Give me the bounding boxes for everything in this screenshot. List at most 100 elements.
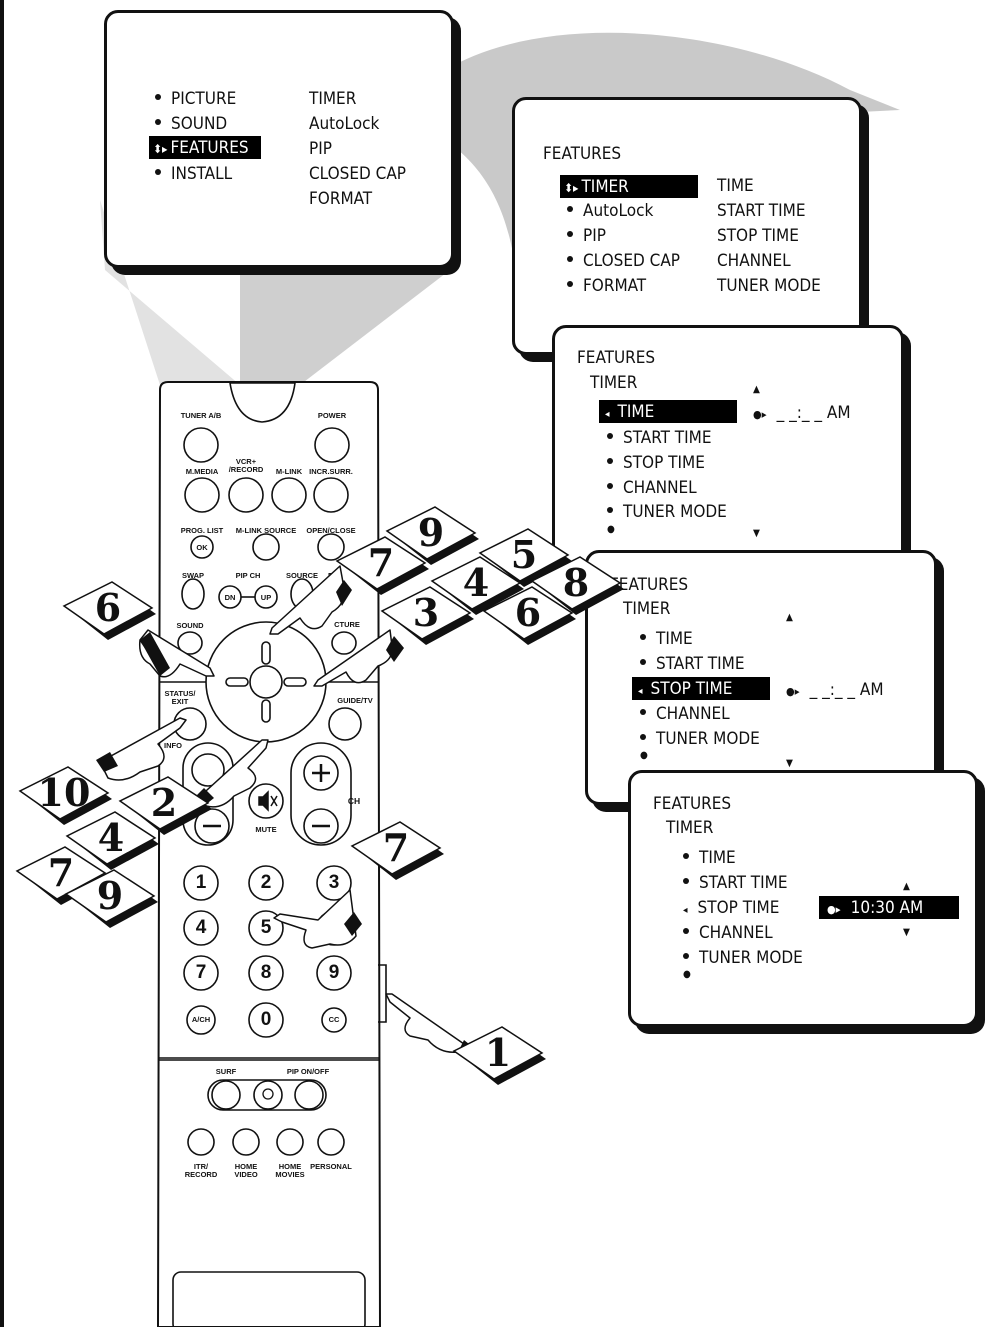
timer-item-time[interactable]: ◂TIME — [599, 400, 737, 423]
main-menu-item-sound[interactable]: SOUND — [155, 114, 227, 134]
step-diamond: 6 — [482, 585, 582, 649]
submenu-autolock: AutoLock — [309, 114, 380, 134]
key-3-label[interactable]: 3 — [328, 872, 340, 893]
channel-down-button — [303, 808, 339, 844]
bullet-icon — [155, 169, 161, 175]
m-media-button — [184, 477, 220, 513]
timer-item-channel[interactable]: CHANNEL — [683, 923, 773, 943]
timer-item-time[interactable]: TIME — [640, 629, 693, 649]
dot-arrow-icon: ●▸ — [753, 408, 767, 421]
incr-surr-button — [313, 477, 349, 513]
timer-item-start-time[interactable]: START TIME — [640, 654, 744, 674]
step-number: 8 — [562, 560, 590, 605]
step-number: 3 — [412, 590, 440, 635]
more-items-icon: ● — [640, 750, 648, 761]
cuff-icon — [344, 912, 362, 936]
submenu-timer: TIMER — [309, 89, 357, 109]
step-diamond: 9 — [64, 868, 164, 932]
features-item-autolock[interactable]: AutoLock — [567, 201, 653, 221]
main-menu-item-install[interactable]: INSTALL — [155, 164, 232, 184]
main-menu-item-features[interactable]: ⬍▸FEATURES — [149, 136, 261, 159]
features-item-pip[interactable]: PIP — [567, 226, 606, 246]
timer-item-start-time[interactable]: START TIME — [683, 873, 787, 893]
hand-pointing-side-icon — [385, 993, 465, 1053]
guide-tv-button — [328, 707, 362, 741]
label-status-exit: STATUS/ EXIT — [164, 689, 196, 706]
timer-item-tuner-mode[interactable]: TUNER MODE — [640, 729, 760, 749]
nav-right — [283, 677, 307, 687]
key-9-label[interactable]: 9 — [328, 962, 340, 983]
cc-button — [321, 1007, 347, 1033]
diamond-shape — [482, 586, 576, 645]
cuff-icon — [386, 636, 404, 662]
up-arrow-icon: ▲ — [786, 612, 793, 623]
key-4 — [183, 910, 219, 946]
label-incr-surr: INCR.SURR. — [309, 467, 353, 476]
step-diamond: 7 — [350, 820, 450, 884]
projection-beam — [240, 270, 450, 385]
features-item-format[interactable]: FORMAT — [567, 276, 646, 296]
timer-item-channel[interactable]: CHANNEL — [607, 478, 697, 498]
step-number: 6 — [514, 590, 542, 635]
key-0-label[interactable]: 0 — [260, 1009, 272, 1030]
timer-item-start-time[interactable]: START TIME — [607, 428, 711, 448]
timer-stop-screen: FEATURES TIMER TIME START TIME ◂STOP TIM… — [585, 550, 937, 805]
label-a-ch: A/CH — [191, 1015, 211, 1024]
bullet-icon — [567, 206, 573, 212]
step-number: 10 — [37, 770, 91, 815]
plus-icon — [312, 764, 330, 782]
key-7-label[interactable]: 7 — [195, 962, 207, 983]
timer-item-tuner-mode[interactable]: TUNER MODE — [683, 948, 803, 968]
label-m-link-source: M-LINK SOURCE — [235, 526, 297, 535]
step-diamond: 10 — [18, 765, 118, 829]
step-diamond: 5 — [478, 527, 578, 591]
cuff-icon — [336, 580, 352, 606]
timer-item-time[interactable]: TIME — [683, 848, 736, 868]
submenu-pip: PIP — [309, 139, 332, 159]
timer-item-tuner-mode[interactable]: TUNER MODE — [607, 502, 727, 522]
bullet-icon — [567, 281, 573, 287]
label-home-movies: HOME MOVIES — [275, 1162, 305, 1179]
features-item-timer[interactable]: ⬍▸TIMER — [560, 175, 698, 198]
bullet-icon — [683, 928, 689, 934]
label-pip-onoff: PIP ON/OFF — [286, 1067, 330, 1076]
key-8 — [248, 955, 284, 991]
diamond-shape — [62, 581, 156, 640]
left-arrow-icon: ◂ — [605, 409, 610, 420]
key-2-label[interactable]: 2 — [260, 872, 272, 893]
label-m-media: M.MEDIA — [185, 467, 219, 476]
timer-item-stop-time[interactable]: STOP TIME — [607, 453, 705, 473]
key-4-label[interactable]: 4 — [195, 917, 207, 938]
timer-screen-title: FEATURES — [610, 575, 689, 595]
step-number: 6 — [94, 585, 122, 630]
step-number: 5 — [510, 532, 538, 577]
label-itr-record: ITR/ RECORD — [184, 1162, 218, 1179]
left-arrow-icon: ◂ — [683, 905, 688, 916]
key-0 — [248, 1002, 284, 1038]
main-menu-item-picture[interactable]: PICTURE — [155, 89, 236, 109]
open-close-button — [317, 533, 345, 561]
timer-item-stop-time[interactable]: ◂STOP TIME — [632, 677, 770, 700]
stop-time-value[interactable]: ●▸_ _:_ _ AM — [786, 680, 884, 700]
key-1 — [183, 865, 219, 901]
stop-time-set-value[interactable]: ●▸10:30 AM — [819, 896, 959, 919]
tuner-ab-button — [183, 427, 219, 463]
step-number: 9 — [417, 510, 445, 555]
key-1-label[interactable]: 1 — [195, 872, 207, 893]
features-item-closed-cap[interactable]: CLOSED CAP — [567, 251, 680, 271]
timer-sub-start-time: START TIME — [717, 201, 806, 221]
key-8-label[interactable]: 8 — [260, 962, 272, 983]
timer-item-stop-time[interactable]: ◂STOP TIME — [683, 898, 780, 918]
label-info: INFO — [164, 741, 182, 750]
m-link-button — [271, 477, 307, 513]
label-surf: SURF — [215, 1067, 237, 1076]
step-number: 1 — [484, 1030, 512, 1075]
timer-item-channel[interactable]: CHANNEL — [640, 704, 730, 724]
diamond-shape — [15, 846, 109, 905]
key-5-label[interactable]: 5 — [260, 917, 272, 938]
diamond-shape — [350, 821, 444, 880]
timer-screen-subtitle: TIMER — [666, 818, 714, 838]
remote-bottom-window — [172, 1271, 366, 1327]
time-value[interactable]: ●▸_ _:_ _ AM — [753, 403, 851, 423]
key-7 — [183, 955, 219, 991]
